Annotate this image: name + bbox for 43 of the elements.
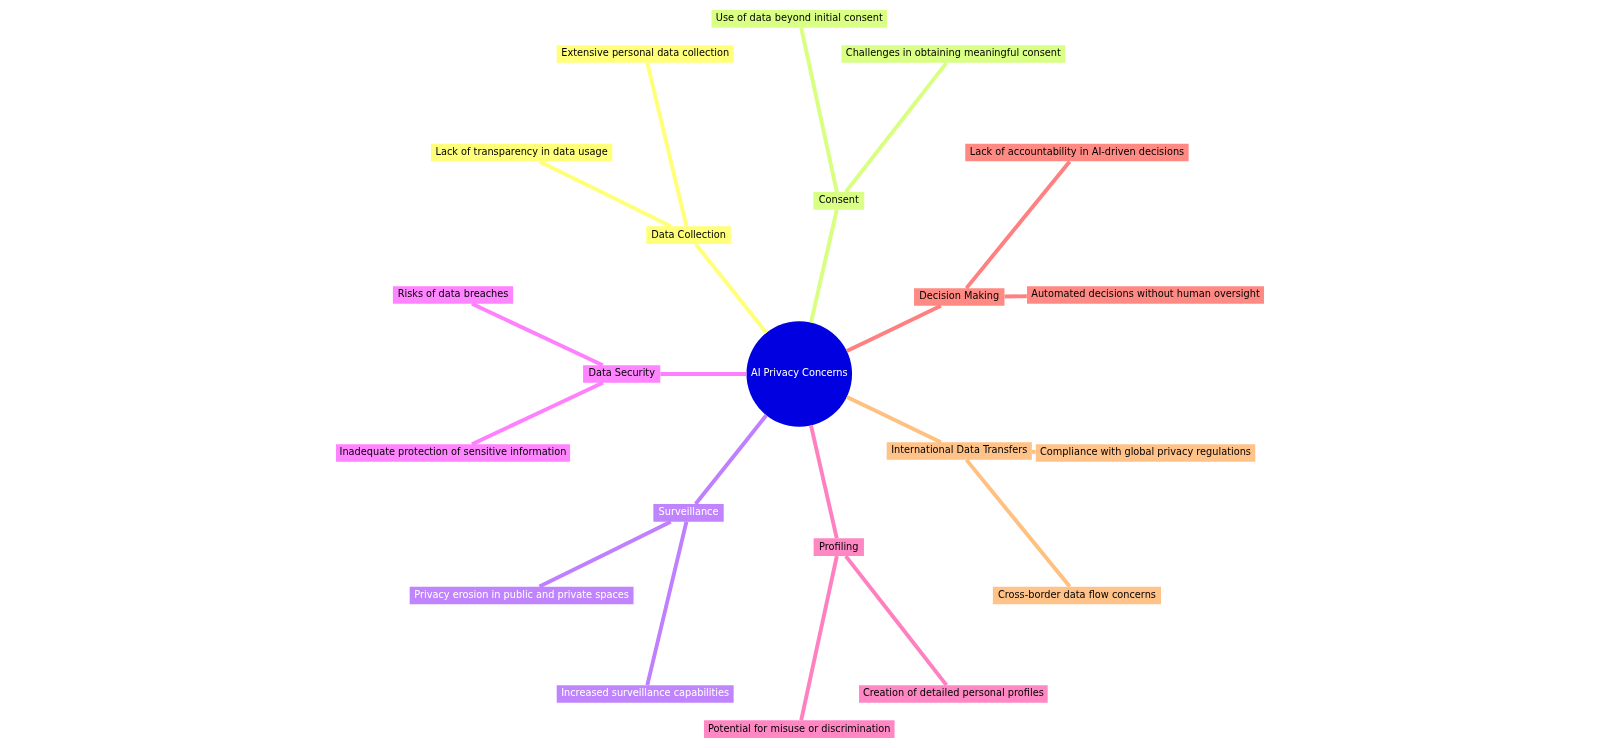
connector	[471, 302, 604, 367]
connector	[645, 521, 689, 686]
node-box: Automated decisions without human oversight	[1026, 286, 1265, 304]
node-box: International Data Transfers	[886, 442, 1032, 460]
connector	[660, 372, 747, 376]
connector	[1004, 294, 1027, 299]
node-box: Consent	[813, 192, 865, 210]
connector	[964, 458, 1072, 588]
node-box: Risks of data breaches	[392, 286, 514, 304]
connector	[964, 160, 1072, 290]
connector	[844, 61, 948, 194]
node-box: Use of data beyond initial consent	[711, 10, 887, 28]
connector	[846, 304, 942, 353]
node-box: Creation of detailed personal profiles	[859, 685, 1048, 703]
connector	[1031, 449, 1036, 454]
node-box: Cross-border data flow concerns	[992, 586, 1161, 605]
node-box: Potential for misuse or discrimination	[703, 720, 895, 738]
node-box: Increased surveillance capabilities	[556, 685, 734, 703]
connector	[809, 425, 839, 539]
node-box: Surveillance	[653, 504, 724, 522]
connector	[846, 395, 942, 444]
node-box: Lack of accountability in AI-driven decisions	[965, 143, 1189, 162]
connector	[538, 519, 672, 589]
connector	[538, 159, 672, 229]
connector	[694, 242, 768, 334]
connector	[471, 381, 604, 446]
node-box: Compliance with global privacy regulations	[1035, 444, 1256, 462]
node-box: Privacy erosion in public and private spaces	[409, 586, 634, 605]
node-circle: AI Privacy Concerns	[746, 321, 853, 427]
node-box: Profiling	[813, 538, 864, 556]
connector	[844, 554, 948, 687]
connector	[809, 209, 839, 323]
connector	[694, 414, 768, 506]
connector	[645, 62, 689, 227]
node-box: Challenges in obtaining meaningful consent	[841, 45, 1066, 63]
connector	[799, 555, 839, 721]
node-box: Lack of transparency in data usage	[430, 143, 613, 162]
node-box: Data Collection	[646, 226, 731, 244]
node-box: Decision Making	[914, 288, 1005, 306]
node-box: Data Security	[583, 365, 661, 383]
node-box: Inadequate protection of sensitive information	[335, 444, 571, 462]
node-box: Extensive personal data collection	[556, 45, 734, 63]
connector	[799, 27, 839, 193]
